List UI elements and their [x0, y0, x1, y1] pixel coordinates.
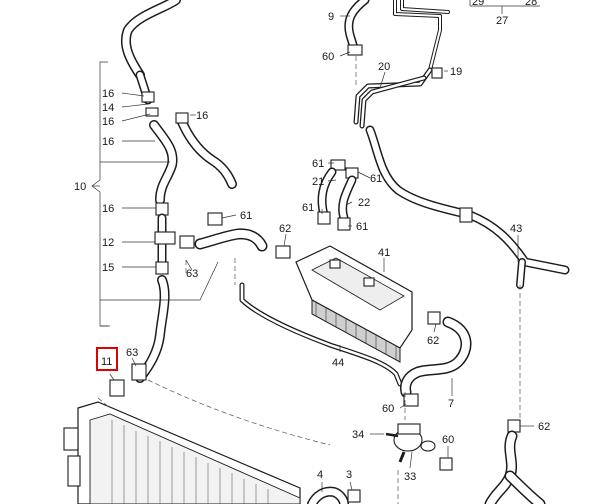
callout-10: 10 — [74, 181, 86, 193]
callout-62-b: 62 — [427, 335, 439, 347]
callout-62-c: 62 — [538, 421, 550, 433]
callout-60-top: 60 — [322, 51, 334, 63]
callout-16-a: 16 — [102, 88, 114, 100]
leader-lines — [92, 0, 540, 492]
callout-41: 41 — [378, 247, 390, 259]
callout-labels: 29 27 28 9 60 20 19 16 14 16 16 16 10 16… — [74, 0, 550, 483]
callout-44: 44 — [332, 357, 344, 369]
connection-lines — [97, 56, 521, 504]
hose-7 — [400, 311, 472, 407]
hose-right-lower — [484, 419, 546, 504]
callout-63-a: 63 — [186, 268, 198, 280]
highlight-box-11 — [96, 347, 118, 371]
radiator — [63, 401, 301, 504]
cooler-41 — [295, 245, 413, 363]
callout-20: 20 — [378, 61, 390, 73]
callout-61-c: 61 — [370, 173, 382, 185]
callout-61-b: 61 — [312, 158, 324, 170]
callout-28: 28 — [525, 0, 537, 8]
pipe-44 — [239, 282, 403, 387]
callout-16-e: 16 — [102, 203, 114, 215]
callout-16-b: 16 — [102, 116, 114, 128]
hose-9 — [344, 0, 370, 56]
callout-27: 27 — [496, 15, 508, 27]
callout-61-d: 61 — [302, 202, 314, 214]
pump-33 — [385, 423, 453, 471]
callout-16-c: 16 — [196, 110, 208, 122]
callout-19: 19 — [450, 66, 462, 78]
callout-43: 43 — [510, 223, 522, 235]
callout-7: 7 — [448, 398, 454, 410]
callout-4: 4 — [317, 469, 323, 481]
callout-3: 3 — [346, 469, 352, 481]
bottom-fittings — [307, 486, 361, 504]
callout-34: 34 — [352, 429, 364, 441]
pipe-43 — [365, 125, 570, 289]
upper-right-pipes — [353, 0, 450, 129]
callout-62-a: 62 — [279, 223, 291, 235]
hose-t-branch — [179, 212, 291, 259]
callout-14: 14 — [102, 102, 114, 114]
callout-29: 29 — [472, 0, 484, 8]
callout-21: 21 — [312, 176, 324, 188]
callout-16-d: 16 — [102, 136, 114, 148]
hoses-21-22 — [317, 159, 359, 231]
callout-33: 33 — [404, 471, 416, 483]
callout-60-mid: 60 — [382, 403, 394, 415]
callout-63-b: 63 — [126, 347, 138, 359]
callout-9: 9 — [328, 11, 334, 23]
hose-group-10 — [109, 0, 237, 397]
callout-12: 12 — [102, 237, 114, 249]
callout-61-a: 61 — [240, 210, 252, 222]
callout-60-low: 60 — [442, 434, 454, 446]
callout-22: 22 — [358, 197, 370, 209]
callout-15: 15 — [102, 262, 114, 274]
bolt-19 — [431, 67, 443, 79]
callout-61-e: 61 — [356, 221, 368, 233]
callout-11: 11 — [101, 356, 112, 368]
